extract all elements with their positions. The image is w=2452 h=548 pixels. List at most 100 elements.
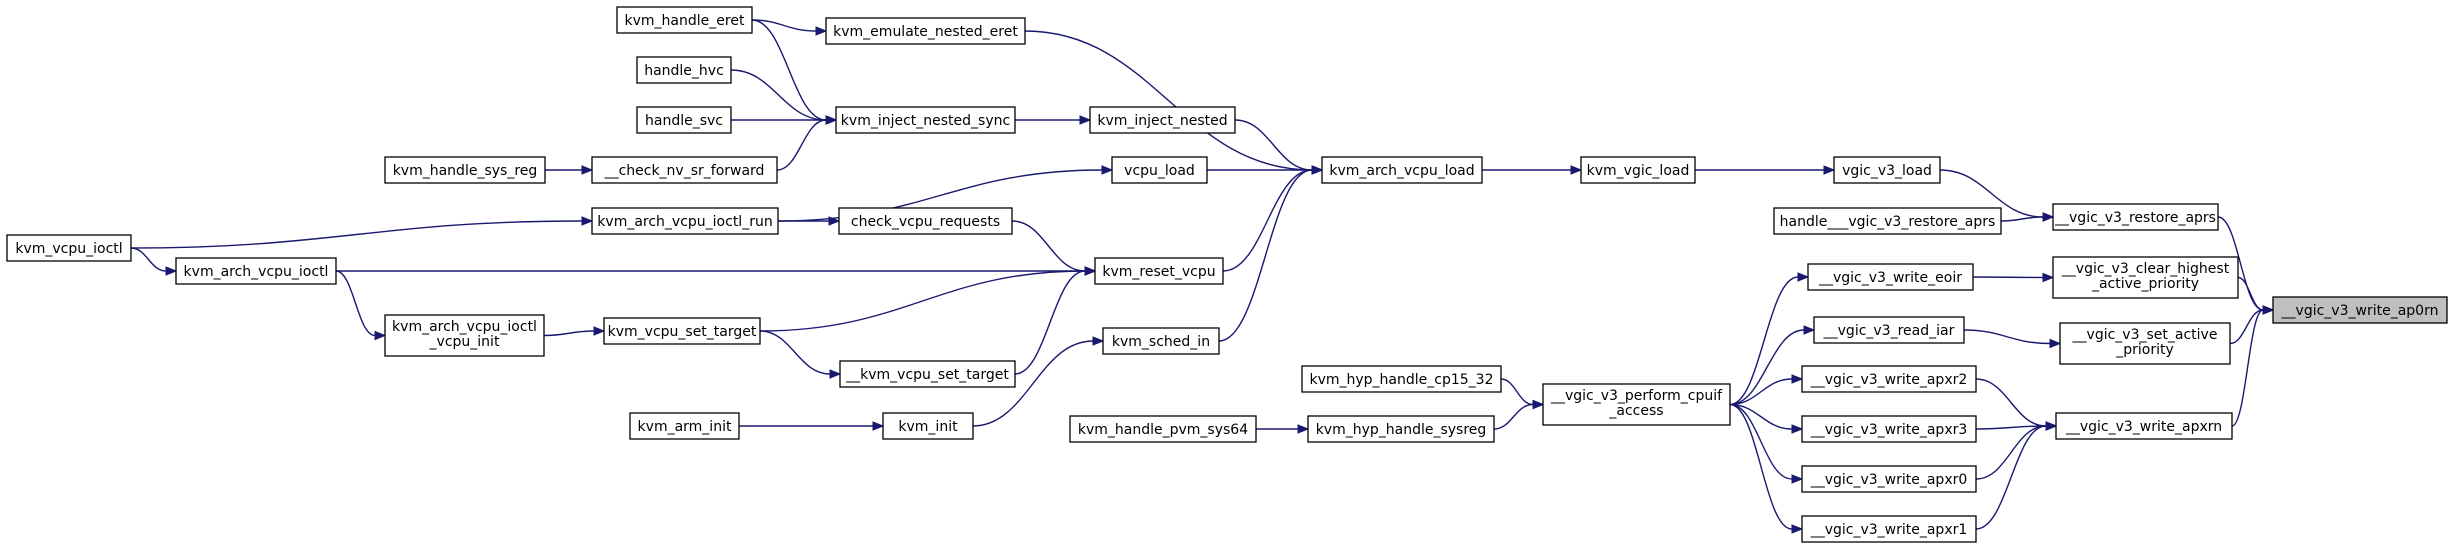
- edge-cpuif-to-apxr1: [1729, 403, 1804, 534]
- node-read-iar[interactable]: __vgic_v3_read_iar: [1813, 316, 1965, 344]
- node-apxr1[interactable]: __vgic_v3_write_apxr1: [1801, 515, 1977, 543]
- edge-line: [1729, 329, 1805, 406]
- edge-apxr0-to-write-apxrn: [1975, 421, 2058, 480]
- edge-line: [1975, 425, 2047, 480]
- node-label: handle_svc: [645, 113, 723, 129]
- node-label: kvm_hyp_handle_cp15_32: [1309, 372, 1493, 388]
- node-kvm-init[interactable]: kvm_init: [882, 412, 974, 440]
- node-reset-vcpu[interactable]: kvm_reset_vcpu: [1094, 257, 1224, 285]
- node-label: kvm_reset_vcpu: [1102, 264, 1215, 280]
- node-vgic-v3-load[interactable]: vgic_v3_load: [1833, 156, 1941, 184]
- node-restore-aprs[interactable]: __vgic_v3_restore_aprs: [2052, 203, 2219, 231]
- edge-cpuif-to-apxr0: [1729, 403, 1804, 484]
- edge-handle-restore-aprs-to-restore-aprs: [2000, 212, 2055, 222]
- node-write-apxrn[interactable]: __vgic_v3_write_apxrn: [2055, 412, 2233, 440]
- node-handle-svc[interactable]: handle_svc: [636, 106, 732, 134]
- edge-ioctl-run-to-check-vcpu-requests: [778, 216, 841, 226]
- node-kvm-vgic-load[interactable]: kvm_vgic_load: [1580, 156, 1696, 184]
- arrowhead: [1311, 165, 1324, 175]
- node-vcpu-ioctl[interactable]: kvm_vcpu_ioctl: [6, 234, 132, 262]
- node-ioctl-run[interactable]: kvm_arch_vcpu_ioctl_run: [591, 207, 779, 235]
- edge-line: [759, 330, 831, 375]
- arrowhead: [1791, 424, 1804, 434]
- edge-line: [1011, 220, 1086, 272]
- edge-line: [1500, 378, 1534, 406]
- node-box: [616, 6, 753, 34]
- edge-cpuif-to-write-eoir: [1729, 272, 1810, 406]
- edge-line: [335, 270, 376, 337]
- arrowhead: [1797, 272, 1810, 282]
- node-label: __vgic_v3_write_apxr2: [1810, 372, 1968, 388]
- node-apxr0[interactable]: __vgic_v3_write_apxr0: [1801, 465, 1977, 493]
- node-apxr2[interactable]: __vgic_v3_write_apxr2: [1801, 365, 1977, 393]
- edge-handle-hvc-to-inject-nested-sync: [730, 69, 838, 125]
- node-pvm-sys64[interactable]: kvm_handle_pvm_sys64: [1069, 415, 1257, 443]
- node-label: __vgic_v3_write_apxr1: [1810, 522, 1968, 538]
- node-vcpu-load[interactable]: vcpu_load: [1111, 156, 1208, 184]
- node-box: [1094, 257, 1224, 285]
- edge-arch-vcpu-ioctl-to-ioctl-vcpu-init: [335, 270, 387, 341]
- arrowhead: [374, 330, 387, 341]
- node-emulate-nested-eret[interactable]: kvm_emulate_nested_eret: [825, 17, 1026, 45]
- arrowhead: [1803, 325, 1816, 335]
- edge-line: [1024, 30, 1313, 171]
- node-ioctl-vcpu-init[interactable]: kvm_arch_vcpu_ioctl_vcpu_init: [384, 314, 545, 357]
- node-label: __vgic_v3_set_active: [2072, 327, 2218, 343]
- node-handle-hvc[interactable]: handle_hvc: [636, 56, 732, 84]
- node-box: [825, 17, 1026, 45]
- node-set-active[interactable]: __vgic_v3_set_active_priority: [2059, 322, 2231, 365]
- node-ap0rn[interactable]: __vgic_v3_write_ap0rn: [2272, 296, 2448, 324]
- edge-kvm-init-to-sched-in: [972, 336, 1105, 427]
- edge-vcpu-load-to-vcpu-load-arch: [1207, 165, 1324, 175]
- node-sched-in[interactable]: kvm_sched_in: [1102, 327, 1220, 355]
- edge-reset-vcpu-to-vcpu-load-arch: [1222, 165, 1324, 272]
- node-label: kvm_arch_vcpu_ioctl_run: [597, 214, 772, 230]
- edge-write-apxrn-to-ap0rn: [2231, 305, 2275, 427]
- node-kvm-arm-init[interactable]: kvm_arm_init: [629, 412, 740, 440]
- node-arch-vcpu-ioctl[interactable]: kvm_arch_vcpu_ioctl: [175, 257, 337, 285]
- node-box: [838, 207, 1013, 235]
- node-handle-sys-reg[interactable]: kvm_handle_sys_reg: [384, 156, 546, 184]
- node-clear-highest[interactable]: __vgic_v3_clear_highest_active_priority: [2052, 256, 2239, 299]
- edge-line: [1218, 169, 1313, 342]
- node-box: [2059, 322, 2231, 365]
- node-label: __vgic_v3_write_apxrn: [2065, 419, 2222, 435]
- node-label: __vgic_v3_perform_cpuif: [1550, 388, 1723, 404]
- node-label: _priority: [2115, 342, 2174, 358]
- node-box: [1801, 415, 1977, 443]
- node-label: __vgic_v3_write_eoir: [1818, 270, 1962, 286]
- node-cpuif[interactable]: __vgic_v3_perform_cpuif_access: [1542, 383, 1731, 426]
- arrowhead: [1823, 165, 1836, 175]
- edge-handle-svc-to-inject-nested-sync: [731, 115, 838, 125]
- arrowhead: [1791, 524, 1804, 534]
- edge-emulate-nested-eret-to-vcpu-load-arch: [1024, 30, 1324, 175]
- edge-line: [130, 220, 583, 249]
- node-check-vcpu-requests[interactable]: check_vcpu_requests: [838, 207, 1013, 235]
- edge-vcpu-load-arch-to-kvm-vgic-load: [1482, 165, 1583, 175]
- node-label: vcpu_load: [1124, 163, 1195, 179]
- node-box: [1801, 365, 1977, 393]
- node---vcpu-set-target[interactable]: __kvm_vcpu_set_target: [839, 360, 1016, 388]
- node-vcpu-set-target[interactable]: kvm_vcpu_set_target: [603, 317, 761, 345]
- node-box: [1807, 263, 1974, 291]
- node-label: __vgic_v3_write_apxr3: [1810, 422, 1968, 438]
- node-apxr3[interactable]: __vgic_v3_write_apxr3: [1801, 415, 1977, 443]
- node-check-nv-sr[interactable]: __check_nv_sr_forward: [591, 156, 778, 184]
- node-label: kvm_emulate_nested_eret: [833, 24, 1018, 40]
- node-vcpu-load-arch[interactable]: kvm_arch_vcpu_load: [1321, 156, 1483, 184]
- node-inject-nested-sync[interactable]: kvm_inject_nested_sync: [835, 106, 1016, 134]
- arrowhead: [165, 266, 178, 276]
- node-label: _access: [1608, 403, 1663, 419]
- node-cp15-32[interactable]: kvm_hyp_handle_cp15_32: [1301, 365, 1502, 393]
- node-label: kvm_handle_sys_reg: [393, 163, 538, 179]
- edge-cpuif-to-apxr2: [1729, 374, 1804, 406]
- node-handle-eret[interactable]: kvm_handle_eret: [616, 6, 753, 34]
- node-sysreg[interactable]: kvm_hyp_handle_sysreg: [1307, 415, 1495, 443]
- arrowhead: [825, 115, 838, 125]
- node-label: kvm_init: [898, 419, 958, 435]
- node-handle-restore-aprs[interactable]: handle___vgic_v3_restore_aprs: [1773, 207, 2002, 235]
- node-inject-nested[interactable]: kvm_inject_nested: [1089, 106, 1236, 134]
- edge-apxr2-to-write-apxrn: [1975, 378, 2058, 431]
- node-write-eoir[interactable]: __vgic_v3_write_eoir: [1807, 263, 1974, 291]
- edge-line: [1972, 276, 2044, 279]
